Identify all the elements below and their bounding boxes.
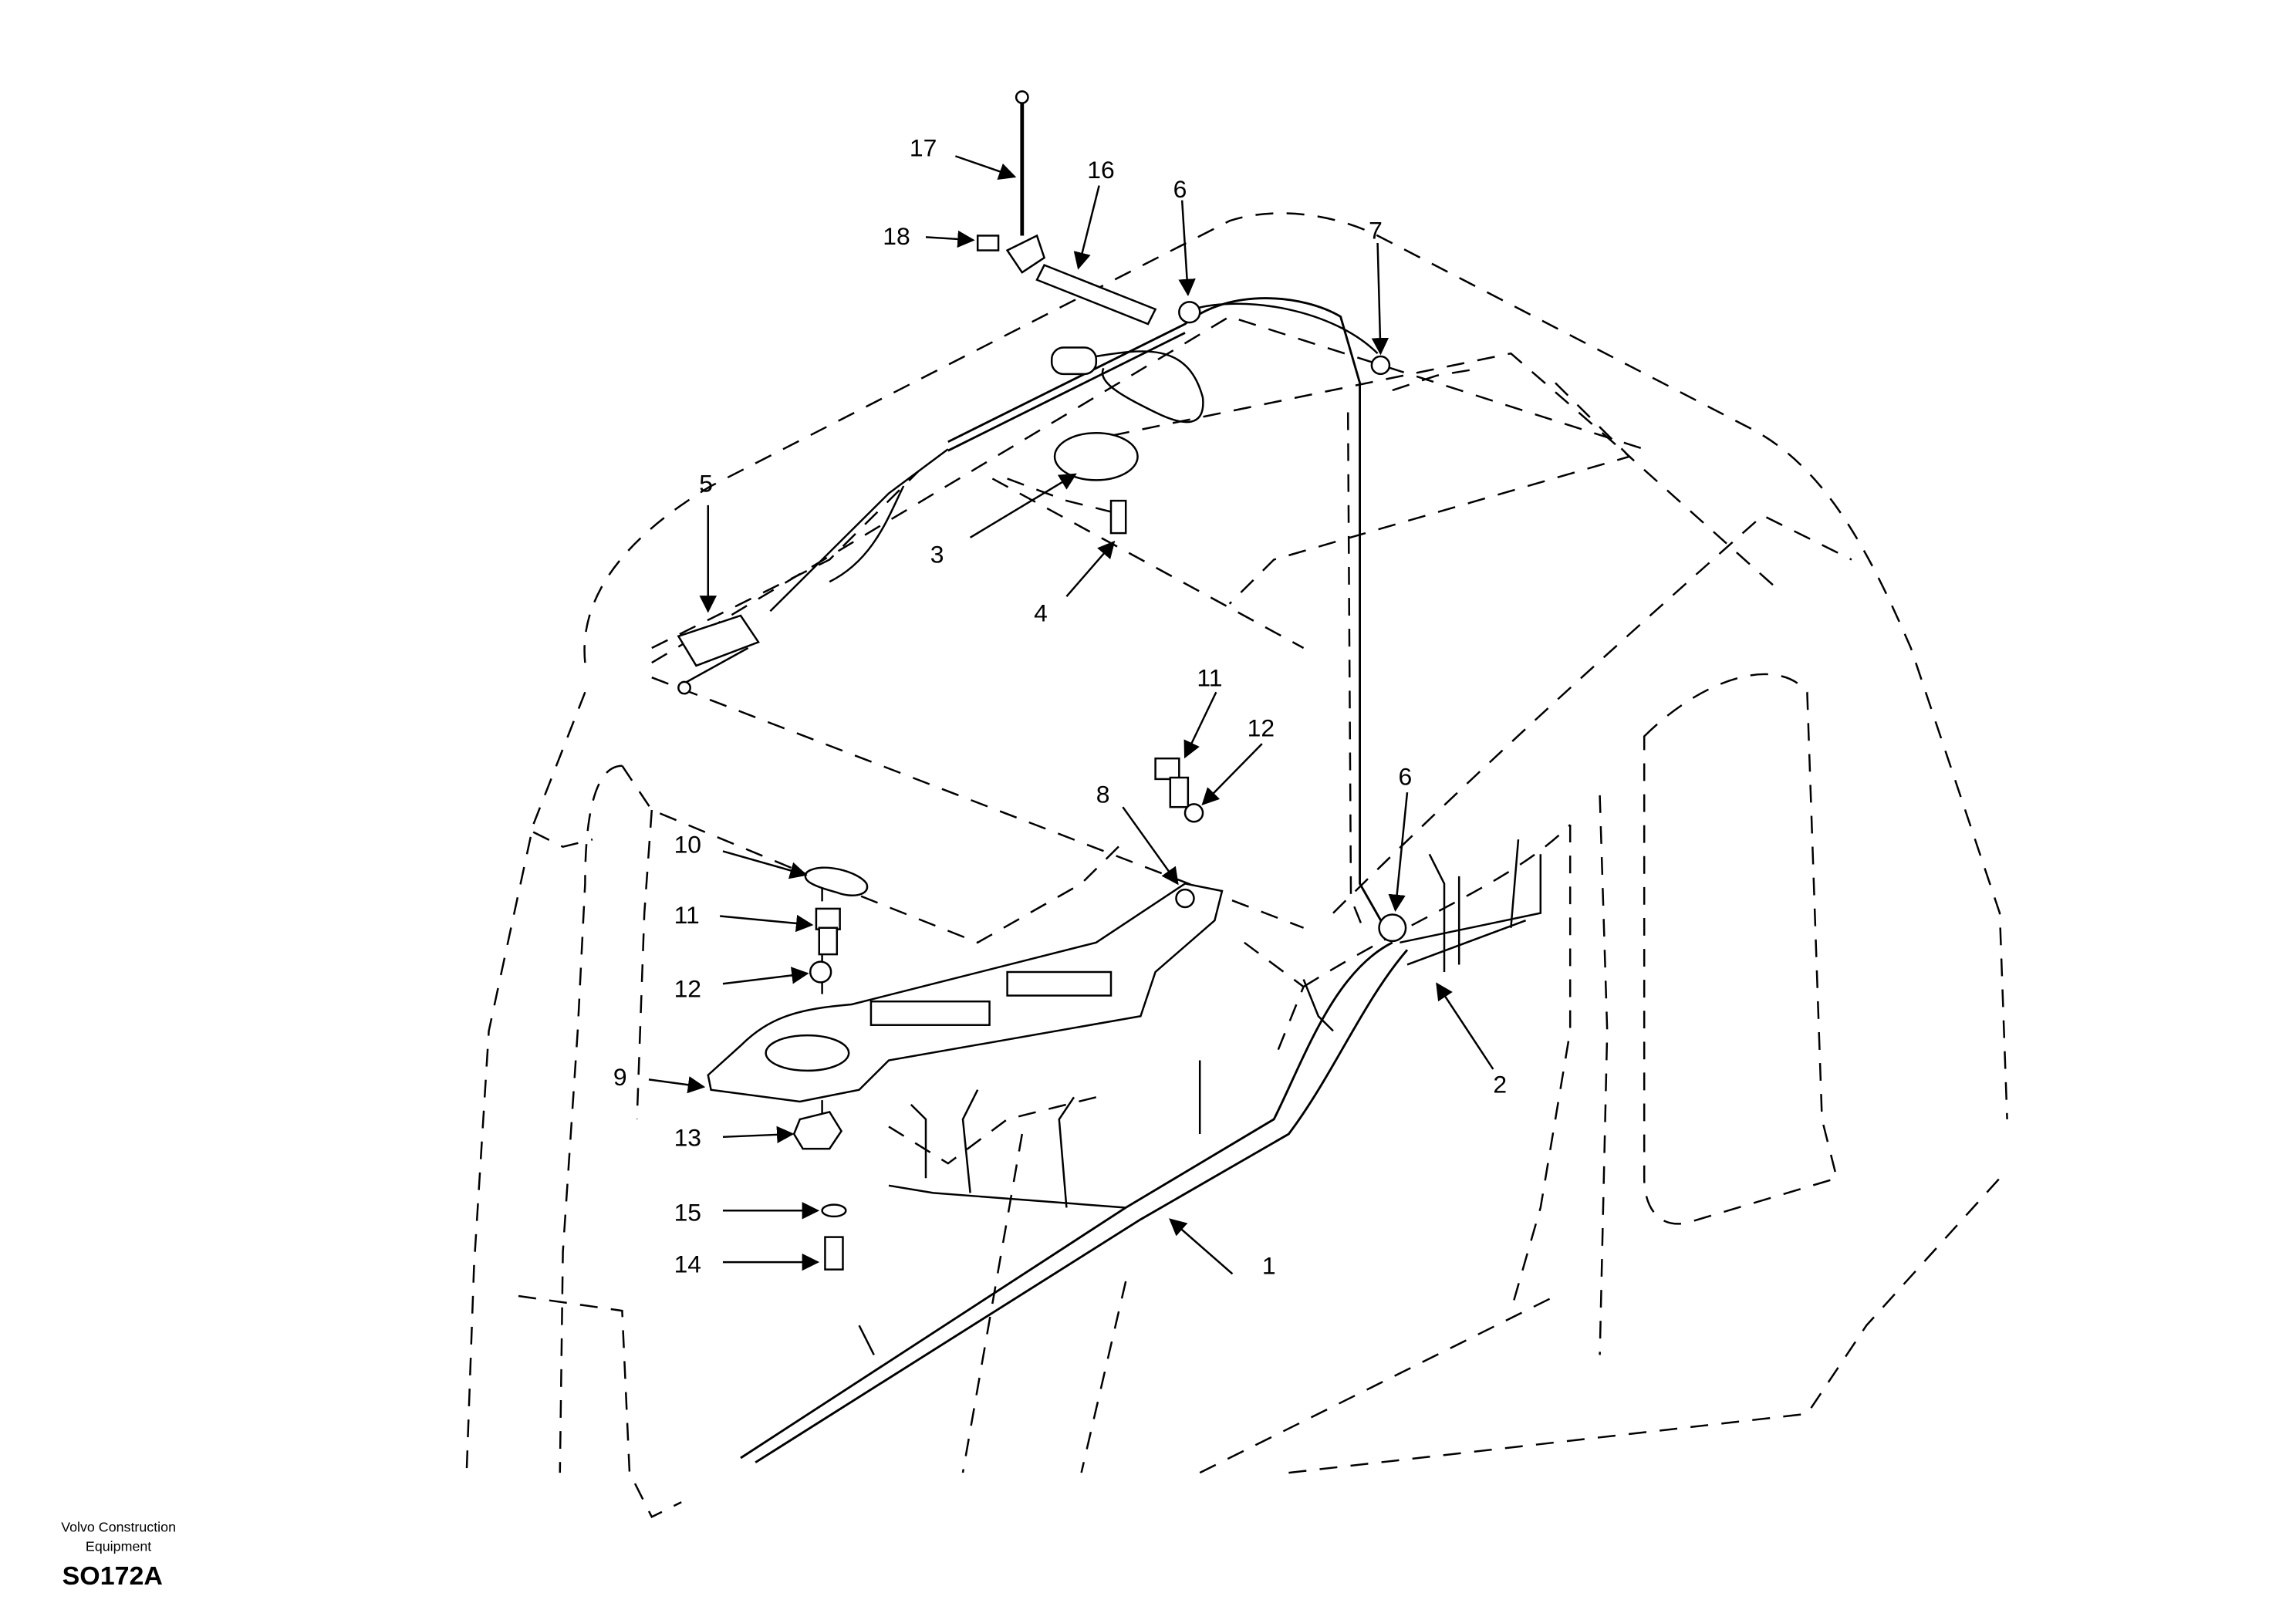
callout-6-right: 6 <box>1398 763 1412 791</box>
footer: Volvo Construction Equipment SO172A <box>61 1520 176 1591</box>
callout-13: 13 <box>674 1123 701 1151</box>
callout-11-left: 11 <box>674 901 700 929</box>
clamp-7 <box>1370 355 1391 376</box>
callout-12-top: 12 <box>1248 714 1275 742</box>
bolt-11-left <box>815 907 841 956</box>
callout-15: 15 <box>674 1199 701 1227</box>
callout-4: 4 <box>1034 599 1048 627</box>
antenna-connector <box>1035 264 1157 326</box>
grommet-top <box>1178 301 1201 324</box>
callout-labels: 1 2 3 4 5 6 6 7 8 9 10 11 11 12 12 13 14… <box>613 133 1507 1279</box>
callout-8: 8 <box>1096 781 1110 808</box>
callout-17: 17 <box>910 133 937 161</box>
callout-5: 5 <box>699 470 713 498</box>
callout-10: 10 <box>674 830 701 858</box>
harness-lines <box>740 297 1542 1463</box>
parts <box>677 90 1407 1271</box>
callout-1: 1 <box>1262 1251 1276 1279</box>
cab-lamp <box>1050 346 1139 481</box>
brand-line-2: Equipment <box>86 1538 151 1554</box>
grommet-right <box>1378 913 1407 943</box>
callout-2: 2 <box>1493 1071 1507 1099</box>
callout-6-top: 6 <box>1173 175 1187 203</box>
callout-7: 7 <box>1369 216 1383 244</box>
bolt-11-top <box>1154 757 1190 808</box>
cover-cap <box>804 866 869 896</box>
door-switch <box>677 614 760 695</box>
callout-9: 9 <box>613 1063 627 1091</box>
screw-4 <box>1109 499 1127 535</box>
callout-12-left: 12 <box>674 975 701 1003</box>
washer-15 <box>821 1203 847 1218</box>
antenna <box>1005 90 1046 274</box>
harness-bracket <box>707 883 1224 1103</box>
screw-14 <box>824 1236 844 1271</box>
callout-18: 18 <box>883 222 910 250</box>
cab-outline <box>465 212 2008 1519</box>
callout-3: 3 <box>930 540 944 568</box>
figure-code: SO172A <box>62 1561 163 1591</box>
brand-line-1: Volvo Construction <box>61 1520 176 1535</box>
washer-12-left <box>809 960 832 984</box>
callout-16: 16 <box>1087 156 1114 184</box>
leaders <box>648 155 1494 1275</box>
screw-18 <box>976 235 1000 251</box>
callout-11-top: 11 <box>1197 664 1222 692</box>
nut-13 <box>792 1110 843 1150</box>
washer-12-top <box>1183 803 1204 823</box>
callout-14: 14 <box>674 1250 701 1278</box>
